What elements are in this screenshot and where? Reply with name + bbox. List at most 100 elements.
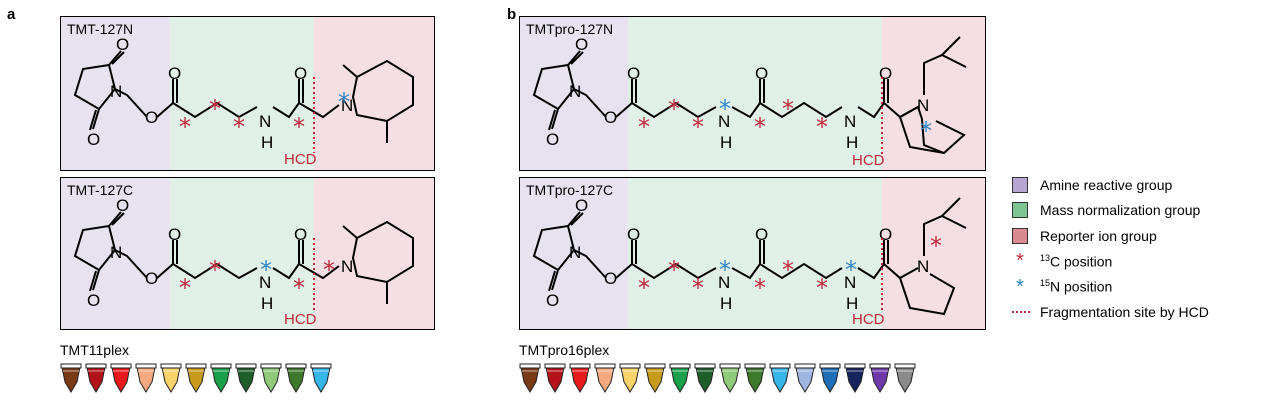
atom-n: N bbox=[341, 96, 353, 115]
legend-label: Fragmentation site by HCD bbox=[1040, 304, 1209, 321]
atom-o: O bbox=[604, 108, 617, 127]
tmt-127c-structure-box: TMT-127C O N O O O N bbox=[60, 177, 435, 330]
mass-normalization-zone bbox=[628, 178, 882, 329]
atom-o: O bbox=[546, 130, 559, 149]
mass-normalization-zone bbox=[170, 178, 314, 329]
amine-reactive-zone bbox=[61, 178, 170, 329]
hcd-label: HCD bbox=[852, 311, 885, 328]
atom-n: N bbox=[917, 257, 929, 276]
c13-star: * bbox=[692, 113, 704, 141]
c13-star: * bbox=[209, 95, 221, 123]
c13-star: * bbox=[816, 274, 828, 302]
reagent-tube-icon bbox=[694, 363, 716, 393]
reagent-tube-icon bbox=[719, 363, 741, 393]
atom-h: H bbox=[720, 294, 732, 313]
tmtpro-127n-molecule: O N O O O N H O N H O N * * * * * * * * … bbox=[532, 35, 967, 169]
tmtpro-127n-structure-box: TMTpro-127N O bbox=[519, 16, 986, 171]
reagent-tube-icon bbox=[894, 363, 916, 393]
atom-o: O bbox=[87, 130, 100, 149]
atom-n: N bbox=[259, 112, 271, 131]
atom-o: O bbox=[87, 291, 100, 310]
reagent-tube-icon bbox=[210, 363, 232, 393]
reagent-tube-icon bbox=[669, 363, 691, 393]
atom-o: O bbox=[546, 291, 559, 310]
atom-o: O bbox=[627, 64, 640, 83]
atom-o: O bbox=[145, 108, 158, 127]
legend-label: 15N position bbox=[1040, 278, 1113, 296]
atom-h: H bbox=[846, 294, 858, 313]
atom-n: N bbox=[110, 82, 122, 101]
blue-star-icon: * bbox=[1016, 275, 1024, 298]
c13-star: * bbox=[754, 113, 766, 141]
c13-star: * bbox=[782, 256, 794, 284]
atom-n: N bbox=[110, 243, 122, 262]
atom-o: O bbox=[168, 64, 181, 83]
atom-o: O bbox=[575, 35, 588, 54]
box-title: TMTpro-127N bbox=[526, 21, 614, 37]
tmt-127n-structure-box: TMT-127N O N O bbox=[60, 16, 435, 171]
atom-o: O bbox=[755, 225, 768, 244]
legend-item-c13: * 13C position bbox=[1012, 249, 1209, 275]
n15-star: * bbox=[260, 256, 272, 284]
mass-normalization-zone bbox=[628, 17, 882, 170]
c13-star: * bbox=[816, 113, 828, 141]
panel-letter-b: b bbox=[507, 6, 517, 23]
reagent-tube-icon bbox=[185, 363, 207, 393]
c13-star: * bbox=[179, 274, 191, 302]
atom-n: N bbox=[917, 96, 929, 115]
hcd-label: HCD bbox=[284, 311, 317, 328]
reagent-tube-icon bbox=[135, 363, 157, 393]
legend-label: Mass normalization group bbox=[1040, 202, 1201, 219]
reagent-tube-icon bbox=[569, 363, 591, 393]
reagent-tube-icon bbox=[869, 363, 891, 393]
c13-star: * bbox=[209, 256, 221, 284]
c13-star: * bbox=[692, 274, 704, 302]
kit-label-tmtpro16plex: TMTpro16plex bbox=[519, 342, 610, 358]
c13-star: * bbox=[754, 274, 766, 302]
atom-o: O bbox=[879, 225, 892, 244]
c13-star: * bbox=[293, 274, 305, 302]
mass-normalization-zone bbox=[170, 17, 314, 170]
reagent-tube-icon bbox=[619, 363, 641, 393]
reporter-ion-zone bbox=[882, 17, 985, 170]
atom-n: N bbox=[569, 82, 581, 101]
red-star-icon: * bbox=[1016, 250, 1024, 273]
reagent-tube-icon bbox=[285, 363, 307, 393]
atom-o: O bbox=[627, 225, 640, 244]
reagent-tube-icon bbox=[794, 363, 816, 393]
reagent-tube-icon bbox=[235, 363, 257, 393]
legend-swatch bbox=[1012, 227, 1028, 244]
kit-label-tmt11plex: TMT11plex bbox=[60, 342, 129, 358]
reagent-tube-icon bbox=[819, 363, 841, 393]
c13-star: * bbox=[668, 256, 680, 284]
atom-o: O bbox=[879, 64, 892, 83]
amine-reactive-zone bbox=[520, 178, 628, 329]
legend-swatch bbox=[1012, 176, 1028, 193]
n15-star: * bbox=[338, 88, 350, 116]
atom-o: O bbox=[755, 64, 768, 83]
atom-h: H bbox=[720, 133, 732, 152]
legend-label: 13C position bbox=[1040, 252, 1113, 270]
c13-star: * bbox=[638, 113, 650, 141]
legend-item-hcd: Fragmentation site by HCD bbox=[1012, 300, 1209, 326]
tmt-127c-molecule: O N O O O N H O N * * * * * HCD bbox=[73, 196, 414, 328]
atom-o: O bbox=[116, 196, 129, 215]
reagent-tube-icon bbox=[260, 363, 282, 393]
n15-star: * bbox=[920, 117, 932, 145]
atom-o: O bbox=[294, 64, 307, 83]
c13-star: * bbox=[323, 256, 335, 284]
atom-h: H bbox=[261, 294, 273, 313]
legend-item-amine: Amine reactive group bbox=[1012, 172, 1209, 198]
tube-row-tmt11plex bbox=[60, 362, 335, 394]
reagent-tube-icon bbox=[644, 363, 666, 393]
legend-label: Reporter ion group bbox=[1040, 227, 1157, 244]
legend: Amine reactive group Mass normalization … bbox=[1012, 172, 1209, 325]
reagent-tube-icon bbox=[744, 363, 766, 393]
reagent-tube-icon bbox=[110, 363, 132, 393]
tmtpro-127c-molecule: O N O O O N H O N H O N * * * * * * * * … bbox=[532, 196, 967, 328]
c13-star: * bbox=[668, 95, 680, 123]
atom-o: O bbox=[168, 225, 181, 244]
reagent-tube-icon bbox=[519, 363, 541, 393]
legend-item-reporter: Reporter ion group bbox=[1012, 223, 1209, 249]
atom-h: H bbox=[261, 133, 273, 152]
